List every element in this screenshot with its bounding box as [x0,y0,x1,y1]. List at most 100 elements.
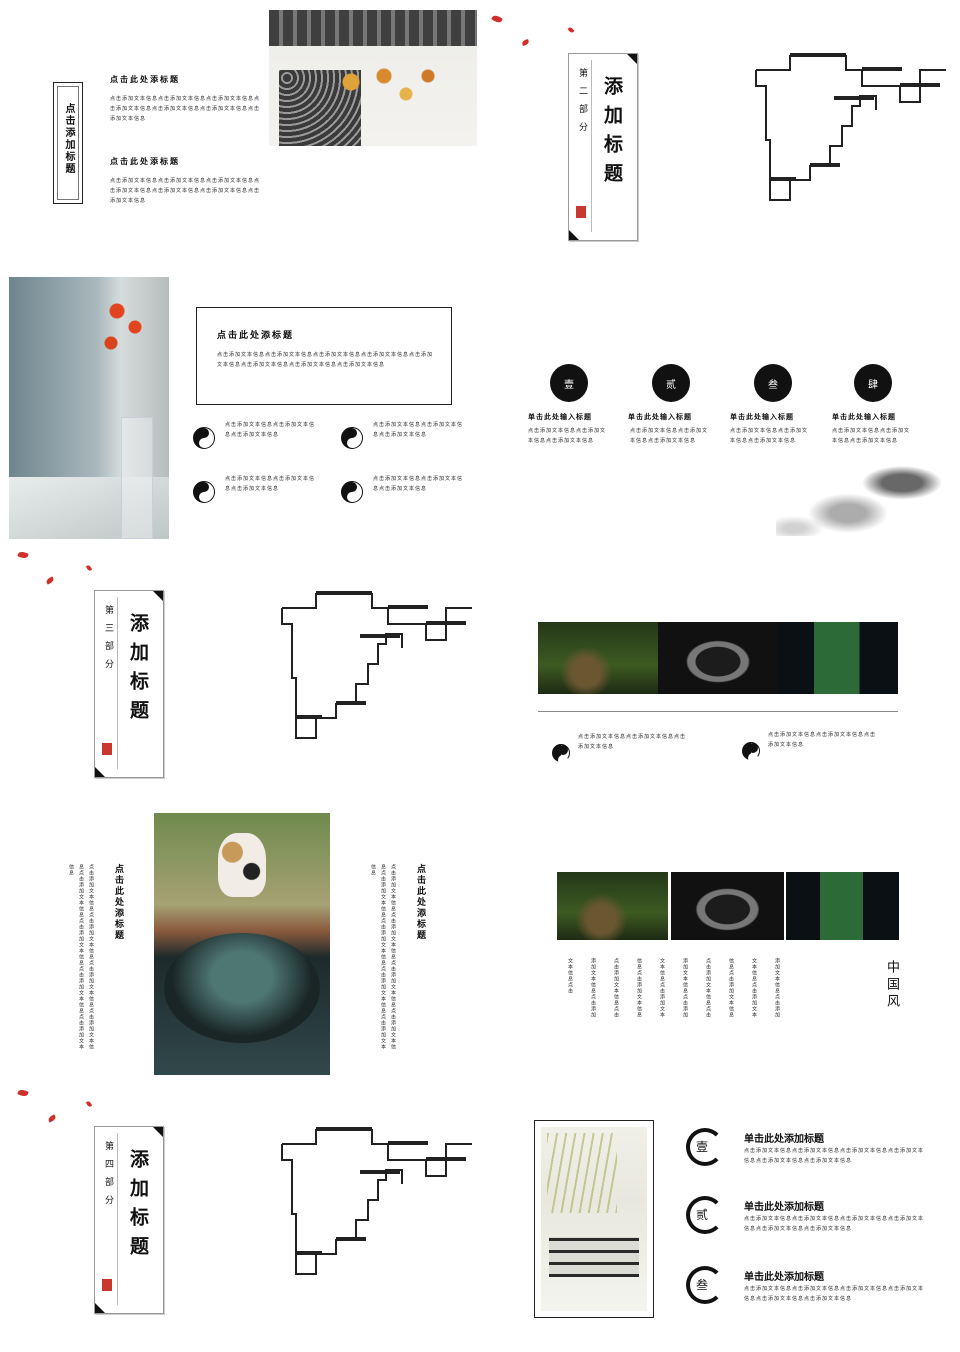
bamboo-water-photo [557,872,668,940]
window-photo [269,10,477,146]
slide-7: 点击添加文本信息点击添加文本信息点击添加文本信息点击添加文本信息点击添加文本信息… [0,810,480,1080]
petal-icon [491,13,503,25]
box-title: 点击此处添标题 [217,331,295,341]
item-2-num: 贰 [666,380,676,391]
slide-6: 点击添加文本信息点击添加文本信息点击添加文本信息 点击添加文本信息点击添加文本信… [480,540,960,810]
roof-wall-graphic [281,1127,472,1275]
block-2-title: 点击此处添标题 [110,156,180,166]
item-4-title: 单击此处输入标题 [832,412,896,421]
stone-basin-photo [658,622,778,694]
left-text: 点击添加文本信息点击添加文本信息点击添加文本信息点击添加文本信息点击添加文本信息… [68,864,94,1050]
item-3-text: 点击添加文本信息点击添加文本信息点击添加文本信息 [730,428,809,444]
item-2-text: 点击添加文本信息点击添加文本信息点击添加文本信息 [768,732,877,748]
item-3-num: 叁 [696,1278,709,1292]
item-1-text: 点击添加文本信息点击添加文本信息点击添加文本信息点击添加文本信息点击添加文本信息… [744,1148,925,1164]
slide-9: 第四部分 添加标题 [0,1080,480,1352]
slide-8: 添加文本信息点击添加文本信息点击添加文本信息点击添加文本信息点击添加文本信息点击… [480,810,960,1080]
ink-circle-icon [754,364,792,402]
right-text: 点击添加文本信息点击添加文本信息点击添加文本信息点击添加文本信息点击添加文本信息… [370,864,396,1050]
box-text: 点击添加文本信息点击添加文本信息点击添加文本信息点击添加文本信息点击添加文本信息… [217,352,434,368]
item-2-text: 点击添加文本信息点击添加文本信息点击添加文本信息 [373,422,464,438]
red-flowers [99,295,159,375]
item-3-num: 叁 [768,380,778,391]
card-corner [153,1127,163,1137]
ink-circle-icon [550,364,588,402]
item-1-title: 单击此处添加标题 [744,1134,824,1145]
item-2-title: 单击此处添加标题 [744,1202,824,1213]
card-divider [591,60,592,232]
item-1-text: 点击添加文本信息点击添加文本信息点击添加文本信息 [578,734,687,750]
card-divider [117,1133,118,1305]
item-2-text: 点击添加文本信息点击添加文本信息点击添加文本信息点击添加文本信息点击添加文本信息… [744,1216,925,1232]
card-divider [117,597,118,769]
item-4-text: 点击添加文本信息点击添加文本信息点击添加文本信息 [373,476,464,492]
item-1-text: 点击添加文本信息点击添加文本信息点击添加文本信息 [225,422,316,438]
item-4-text: 点击添加文本信息点击添加文本信息点击添加文本信息 [832,428,911,444]
ink-wash-graphic [776,460,956,536]
section-title: 中国风 [884,960,899,1011]
taiji-icon [742,742,760,763]
autumn-leaves [329,58,439,118]
petal-icon [567,26,575,34]
card-corner [95,1303,105,1313]
item-1-text: 点击添加文本信息点击添加文本信息点击添加文本信息 [528,428,607,444]
ink-circle-icon [652,364,690,402]
item-2-num: 贰 [696,1208,709,1222]
petal-icon [521,38,530,47]
section-label: 第四部分 [103,1141,113,1213]
taiji-icon [193,427,215,449]
slide-5: 第三部分 添加标题 [0,540,480,810]
roof-wall-graphic [755,53,946,201]
side-label-frame-inner [57,86,79,200]
ink-circle-icon [686,1266,724,1304]
item-3-title: 单击此处输入标题 [730,412,794,421]
village-roofs [549,1237,639,1277]
water-reflection [164,933,320,1043]
petal-icon [17,1088,29,1098]
section-title: 添加标题 [127,1149,149,1265]
section-label: 第二部分 [577,68,587,140]
cat-basin-photo [154,813,330,1075]
card-corner [153,591,163,601]
bamboo-doorway-photo [786,872,899,940]
section-card: 第四部分 添加标题 [94,1126,164,1314]
section-card: 第二部分 添加标题 [568,53,638,241]
section-card: 第三部分 添加标题 [94,590,164,778]
taiji-icon [341,427,363,449]
item-1-title: 单击此处输入标题 [528,412,592,421]
side-label-frame: 点击添加标题 [53,82,83,204]
slide-3: 点击此处添标题 点击添加文本信息点击添加文本信息点击添加文本信息点击添加文本信息… [0,270,480,540]
slide-10: 壹 单击此处添加标题 点击添加文本信息点击添加文本信息点击添加文本信息点击添加文… [480,1080,960,1352]
bamboo-water-photo [538,622,658,694]
block-1-text: 点击添加文本信息点击添加文本信息点击添加文本信息点击添加文本信息点击添加文本信息… [110,96,261,122]
painting-frame [534,1120,654,1318]
right-title: 点击此处添标题 [415,864,425,941]
section-title: 添加标题 [601,76,623,192]
item-3-title: 单击此处添加标题 [744,1272,824,1283]
slide-4: 壹 单击此处输入标题 点击添加文本信息点击添加文本信息点击添加文本信息 贰 单击… [480,270,960,540]
window-sill [9,477,169,539]
item-1-num: 壹 [564,380,574,391]
card-corner [627,54,637,64]
text-box-frame: 点击此处添标题 点击添加文本信息点击添加文本信息点击添加文本信息点击添加文本信息… [196,307,452,405]
ink-circle-icon [854,364,892,402]
seal-icon [576,206,586,218]
stone-basin-photo [671,872,784,940]
item-2-title: 单击此处输入标题 [628,412,692,421]
petal-icon [47,1114,57,1123]
body-text: 添加文本信息点击添加文本信息点击添加文本信息点击添加文本信息点击添加文本信息点击… [567,958,780,1018]
left-title: 点击此处添标题 [113,864,123,941]
ink-circle-icon [686,1196,724,1234]
petal-icon [17,550,29,560]
ink-village-painting [541,1127,647,1311]
ink-circle-icon [686,1128,724,1166]
section-title: 添加标题 [127,613,149,729]
item-1-num: 壹 [696,1140,709,1154]
item-3-text: 点击添加文本信息点击添加文本信息点击添加文本信息点击添加文本信息点击添加文本信息… [744,1286,925,1302]
taiji-icon [193,481,215,503]
slide-1: 点击添加标题 点击此处添标题 点击添加文本信息点击添加文本信息点击添加文本信息点… [0,0,480,270]
divider-line [538,711,898,712]
taiji-icon [552,744,570,765]
block-2-text: 点击添加文本信息点击添加文本信息点击添加文本信息点击添加文本信息点击添加文本信息… [110,178,261,204]
card-corner [569,230,579,240]
